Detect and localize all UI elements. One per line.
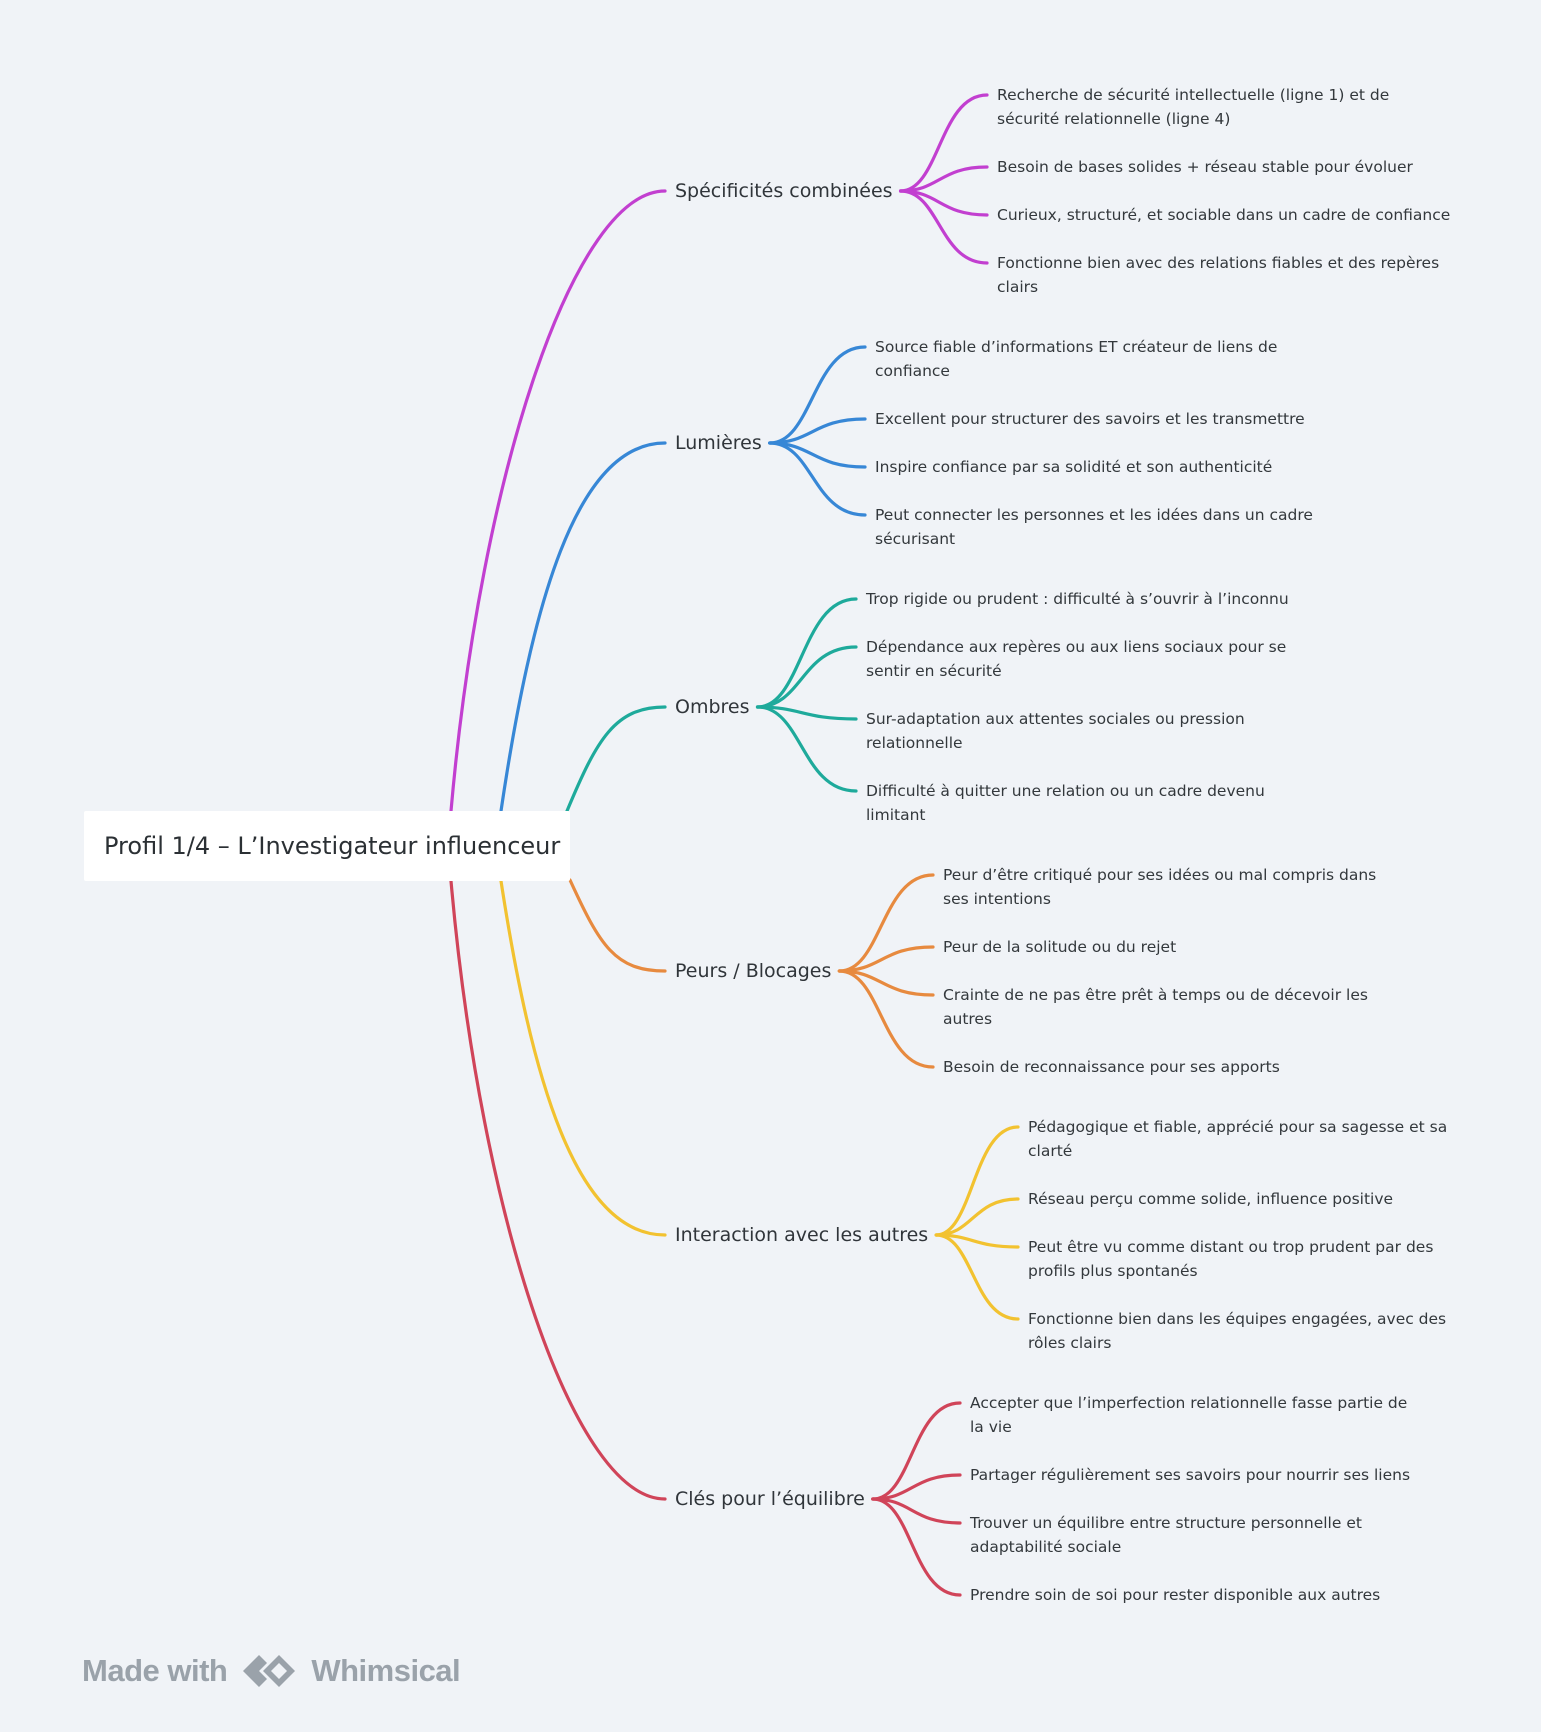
leaf-label: Difficulté à quitter une relation ou un … <box>866 782 1265 824</box>
leaf-label: Inspire confiance par sa solidité et son… <box>875 458 1273 476</box>
branch-label: Peurs / Blocages <box>675 960 832 982</box>
leaf-label: Besoin de reconnaissance pour ses apport… <box>943 1058 1280 1076</box>
leaf-node[interactable]: Fonctionne bien avec des relations fiabl… <box>997 251 1449 299</box>
leaf-node[interactable]: Curieux, structuré, et sociable dans un … <box>997 203 1450 227</box>
leaf-node[interactable]: Peut connecter les personnes et les idée… <box>875 503 1315 551</box>
leaf-label: Peur d’être critiqué pour ses idées ou m… <box>943 866 1377 908</box>
leaf-node[interactable]: Crainte de ne pas être prêt à temps ou d… <box>943 983 1383 1031</box>
root-node-label: Profil 1/4 – L’Investigateur influenceur <box>104 832 561 860</box>
root-to-branch-connector <box>499 441 667 813</box>
made-with-label: Made with <box>82 1653 228 1688</box>
leaf-label: Excellent pour structurer des savoirs et… <box>875 410 1305 428</box>
branch-node-interaction[interactable]: Interaction avec les autres <box>675 1223 928 1247</box>
branch-to-leaf-connector <box>871 1497 962 1597</box>
leaf-node[interactable]: Source fiable d’informations ET créateur… <box>875 335 1295 383</box>
leaf-label: Recherche de sécurité intellectuelle (li… <box>997 86 1390 128</box>
leaf-node[interactable]: Dépendance aux repères ou aux liens soci… <box>866 635 1306 683</box>
leaf-node[interactable]: Partager régulièrement ses savoirs pour … <box>970 1463 1410 1487</box>
leaf-label: Prendre soin de soi pour rester disponib… <box>970 1586 1381 1604</box>
leaf-node[interactable]: Besoin de reconnaissance pour ses apport… <box>943 1055 1280 1079</box>
branch-to-leaf-connector <box>934 1233 1020 1321</box>
leaf-label: Trop rigide ou prudent : difficulté à s’… <box>866 590 1289 608</box>
leaf-node[interactable]: Difficulté à quitter une relation ou un … <box>866 779 1286 827</box>
branch-node-peurs[interactable]: Peurs / Blocages <box>675 959 831 983</box>
branch-to-leaf-connector <box>755 597 858 709</box>
branch-to-leaf-connector <box>755 705 858 793</box>
branch-to-leaf-connector <box>837 969 935 1069</box>
branch-label: Ombres <box>675 696 750 718</box>
leaf-label: Fonctionne bien avec des relations fiabl… <box>997 254 1440 296</box>
leaf-label: Besoin de bases solides + réseau stable … <box>997 158 1413 176</box>
made-with-whimsical-badge[interactable]: Made with Whimsical <box>82 1648 461 1694</box>
leaf-node[interactable]: Peur d’être critiqué pour ses idées ou m… <box>943 863 1383 911</box>
root-node[interactable]: Profil 1/4 – L’Investigateur influenceur <box>84 811 570 881</box>
branch-node-specificites[interactable]: Spécificités combinées <box>675 179 893 203</box>
branch-label: Spécificités combinées <box>675 180 893 202</box>
root-to-branch-connector <box>449 189 667 813</box>
leaf-node[interactable]: Réseau perçu comme solide, influence pos… <box>1028 1187 1393 1211</box>
leaf-label: Peut connecter les personnes et les idée… <box>875 506 1313 548</box>
leaf-node[interactable]: Inspire confiance par sa solidité et son… <box>875 455 1272 479</box>
leaf-label: Accepter que l’imperfection relationnell… <box>970 1394 1408 1436</box>
branch-label: Interaction avec les autres <box>675 1224 929 1246</box>
root-to-branch-connector <box>565 705 667 813</box>
leaf-node[interactable]: Fonctionne bien dans les équipes engagée… <box>1028 1307 1448 1355</box>
whimsical-brand-label: Whimsical <box>311 1653 461 1688</box>
branch-node-cles[interactable]: Clés pour l’équilibre <box>675 1487 865 1511</box>
branch-to-leaf-connector <box>898 189 989 265</box>
branch-to-leaf-connector <box>934 1125 1020 1237</box>
leaf-node[interactable]: Sur-adaptation aux attentes sociales ou … <box>866 707 1286 755</box>
branch-to-leaf-connector <box>871 1497 962 1525</box>
leaf-label: Réseau perçu comme solide, influence pos… <box>1028 1190 1394 1208</box>
leaf-node[interactable]: Pédagogique et fiable, apprécié pour sa … <box>1028 1115 1448 1163</box>
leaf-label: Crainte de ne pas être prêt à temps ou d… <box>943 986 1368 1028</box>
leaf-node[interactable]: Peut être vu comme distant ou trop prude… <box>1028 1235 1448 1283</box>
branch-to-leaf-connector <box>837 969 935 997</box>
branch-to-leaf-connector <box>755 705 858 721</box>
branch-node-ombres[interactable]: Ombres <box>675 695 750 719</box>
leaf-label: Curieux, structuré, et sociable dans un … <box>997 206 1451 224</box>
leaf-label: Peur de la solitude ou du rejet <box>943 938 1177 956</box>
branch-to-leaf-connector <box>755 645 858 709</box>
branch-to-leaf-connector <box>768 345 867 445</box>
leaf-label: Source fiable d’informations ET créateur… <box>875 338 1278 380</box>
leaf-label: Pédagogique et fiable, apprécié pour sa … <box>1028 1118 1448 1160</box>
branch-label: Clés pour l’équilibre <box>675 1488 865 1510</box>
branch-to-leaf-connector <box>768 441 867 517</box>
leaf-label: Fonctionne bien dans les équipes engagée… <box>1028 1310 1447 1352</box>
branch-to-leaf-connector <box>898 93 989 193</box>
branch-node-lumieres[interactable]: Lumières <box>675 431 762 455</box>
root-to-branch-connector <box>499 879 667 1237</box>
branch-to-leaf-connector <box>934 1233 1020 1249</box>
root-to-branch-connector <box>568 878 667 973</box>
whimsical-logo-icon <box>243 1655 296 1687</box>
branch-label: Lumières <box>675 432 762 454</box>
leaf-node[interactable]: Excellent pour structurer des savoirs et… <box>875 407 1305 431</box>
leaf-label: Partager régulièrement ses savoirs pour … <box>970 1466 1411 1484</box>
leaf-node[interactable]: Accepter que l’imperfection relationnell… <box>970 1391 1410 1439</box>
root-to-branch-connector <box>449 879 667 1501</box>
leaf-label: Dépendance aux repères ou aux liens soci… <box>866 638 1287 680</box>
leaf-label: Trouver un équilibre entre structure per… <box>970 1514 1362 1556</box>
leaf-label: Sur-adaptation aux attentes sociales ou … <box>866 710 1245 752</box>
leaf-node[interactable]: Recherche de sécurité intellectuelle (li… <box>997 83 1417 131</box>
leaf-node[interactable]: Peur de la solitude ou du rejet <box>943 935 1176 959</box>
leaf-node[interactable]: Trop rigide ou prudent : difficulté à s’… <box>866 587 1289 611</box>
branch-to-leaf-connector <box>871 1401 962 1501</box>
leaf-node[interactable]: Trouver un équilibre entre structure per… <box>970 1511 1390 1559</box>
leaf-node[interactable]: Besoin de bases solides + réseau stable … <box>997 155 1413 179</box>
leaf-label: Peut être vu comme distant ou trop prude… <box>1028 1238 1434 1280</box>
leaf-node[interactable]: Prendre soin de soi pour rester disponib… <box>970 1583 1380 1607</box>
branch-to-leaf-connector <box>837 873 935 973</box>
